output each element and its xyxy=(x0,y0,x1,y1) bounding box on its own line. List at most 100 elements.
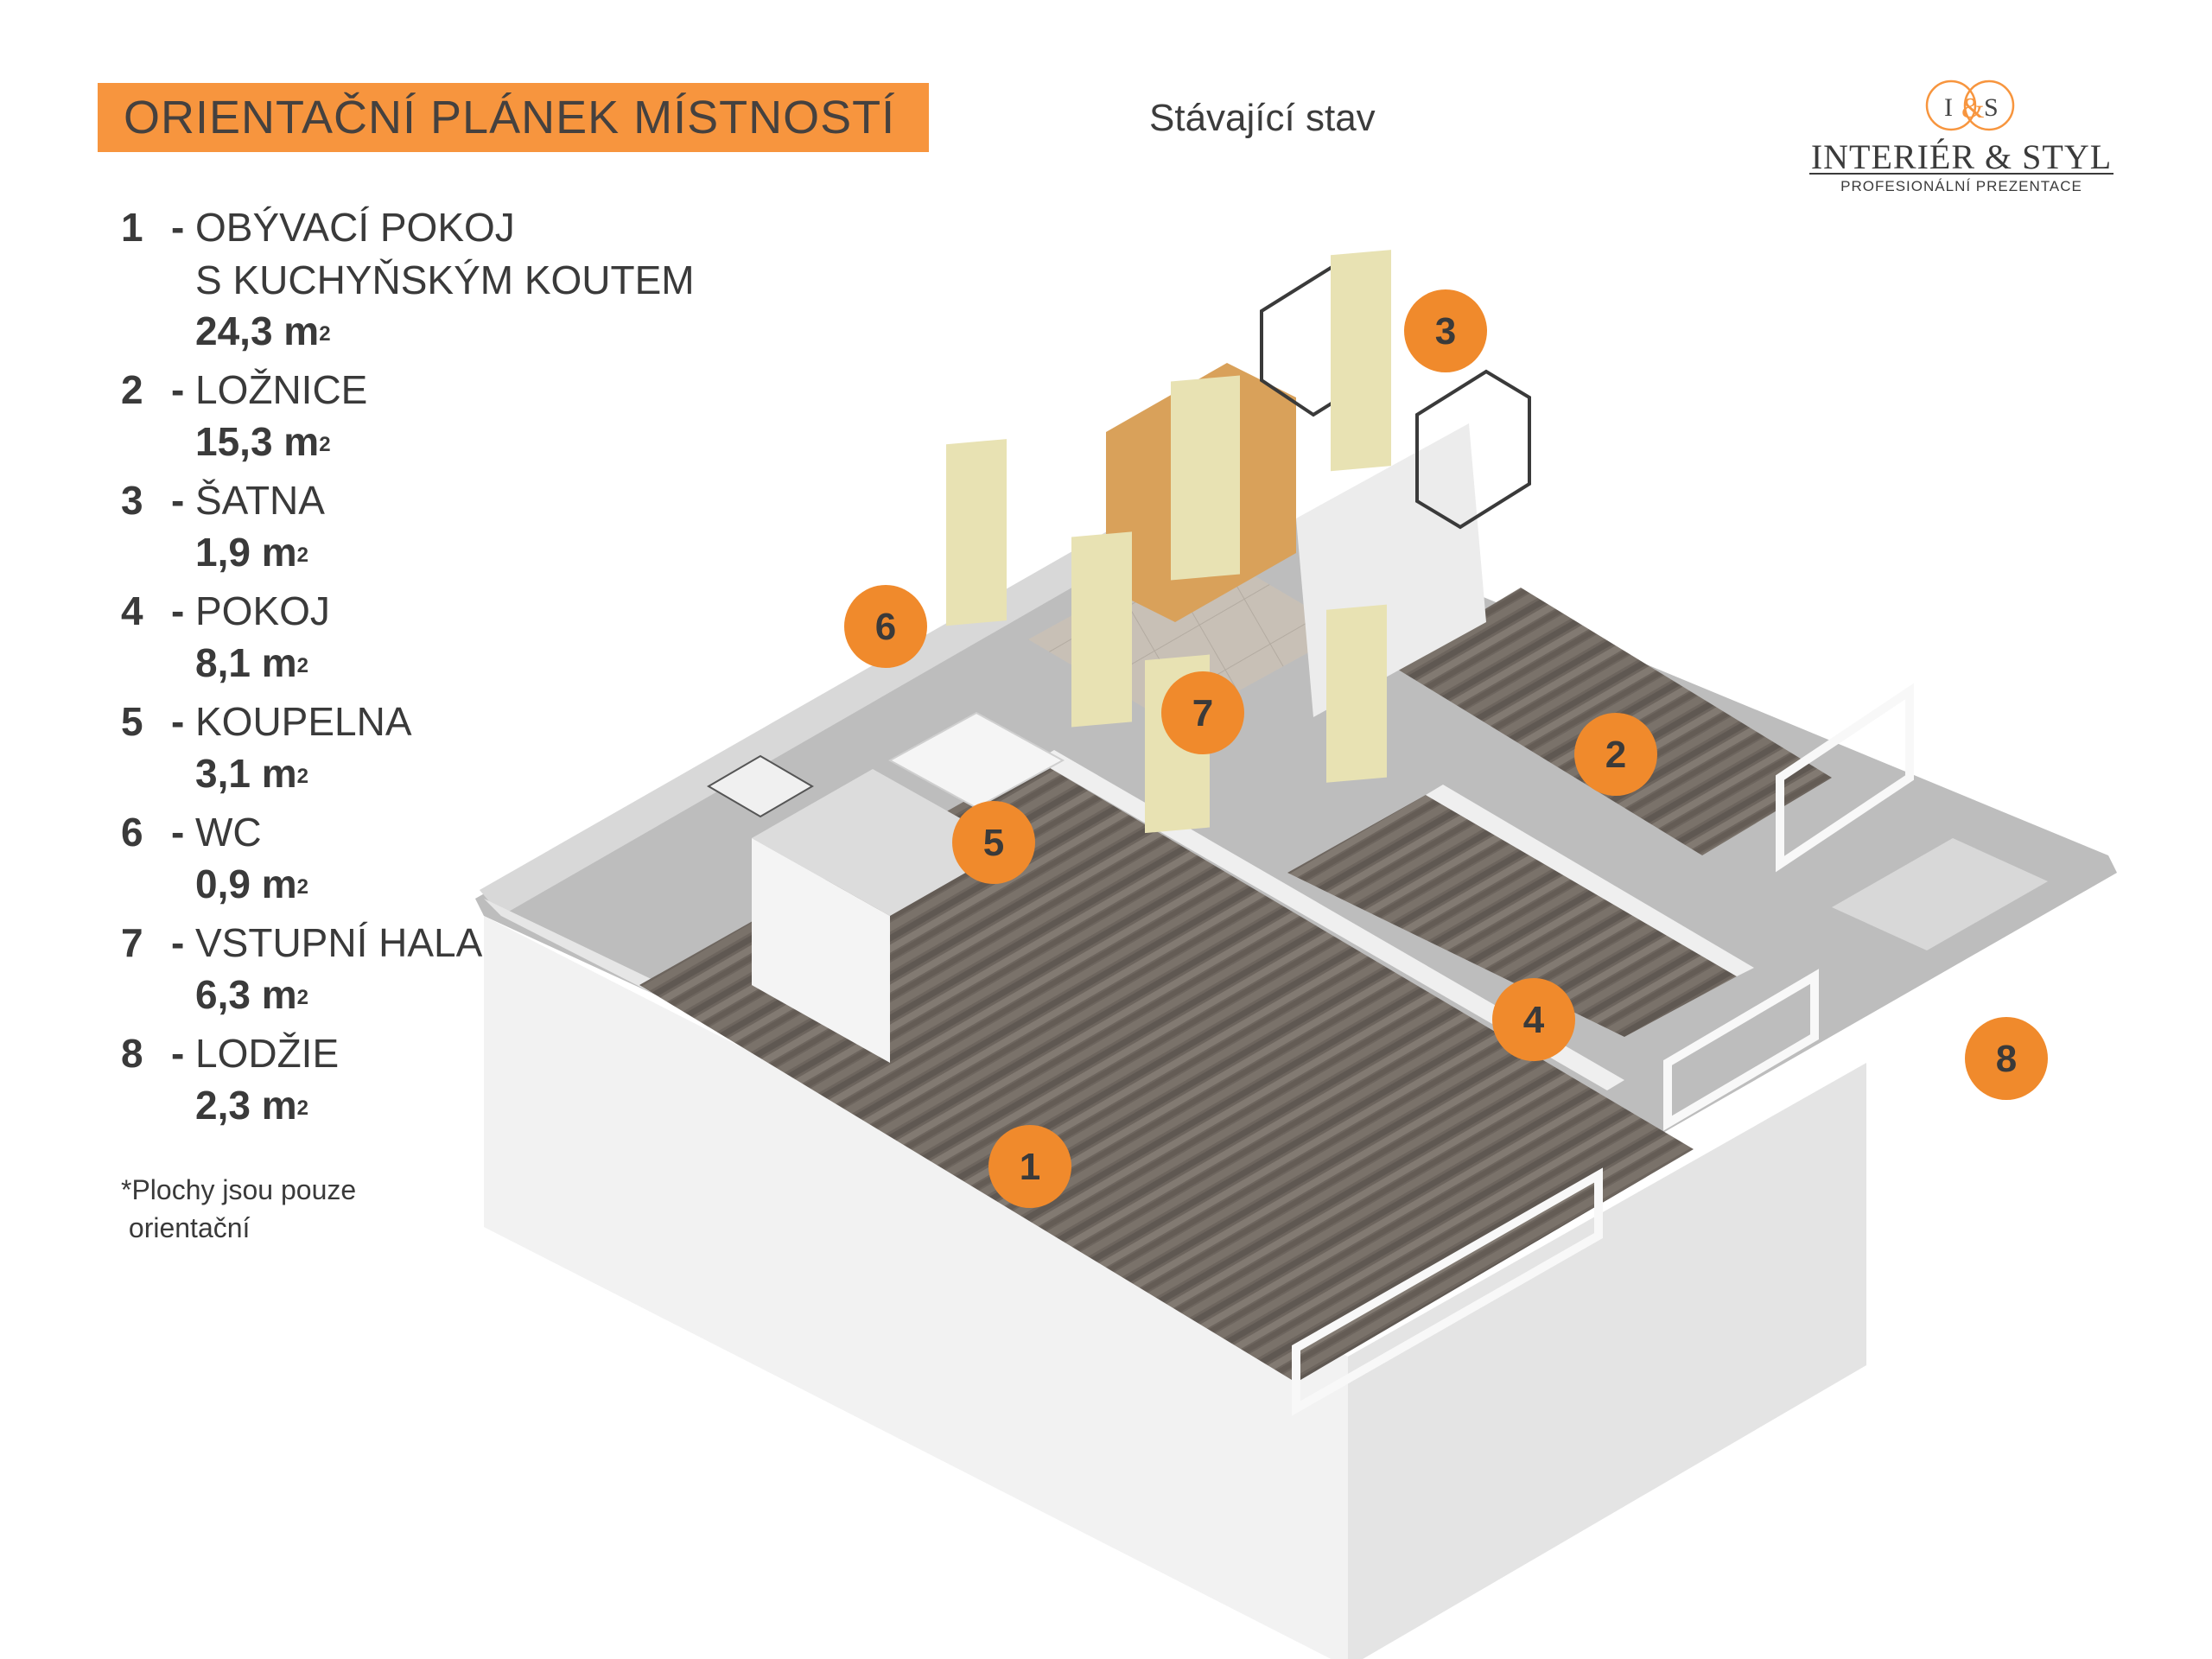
area-unit-sup: 2 xyxy=(296,986,308,1009)
footnote-line-1: *Plochy jsou pouze xyxy=(121,1174,357,1205)
stove xyxy=(707,754,814,818)
door-6 xyxy=(1326,604,1387,783)
room-dash: - xyxy=(171,920,185,965)
room-number: 8 xyxy=(121,1031,143,1076)
kitchen-counter-front xyxy=(752,838,890,1063)
room-1-floor xyxy=(639,760,1694,1382)
room-area: 24,3 m2 xyxy=(195,308,331,353)
room-area: 6,3 m2 xyxy=(195,972,308,1017)
room-dash: - xyxy=(171,588,185,633)
room-dash: - xyxy=(171,810,185,855)
shelving-2 xyxy=(1415,369,1531,530)
interior-wall-2 xyxy=(1426,785,1754,976)
door-5 xyxy=(946,439,1007,626)
room-area: 1,9 m2 xyxy=(195,530,308,575)
marker-label-3: 3 xyxy=(1435,310,1456,353)
room-marker-3: 3 xyxy=(1404,289,1487,372)
room-dash: - xyxy=(171,1031,185,1076)
area-unit-sup: 2 xyxy=(296,1096,308,1120)
footnote-line-2: orientační xyxy=(121,1212,251,1243)
window-bedroom xyxy=(1776,683,1914,873)
logo-ampersand: & xyxy=(1961,92,1984,124)
area-unit-sup: 2 xyxy=(319,322,331,346)
area-unit-sup: 2 xyxy=(296,654,308,677)
room-area: 8,1 m2 xyxy=(195,640,308,685)
logo-tagline: PROFESIONÁLNÍ PREZENTACE xyxy=(1840,178,2082,194)
plan-outer-wall-left xyxy=(480,527,1132,916)
room-marker-6: 6 xyxy=(844,585,927,668)
marker-label-7: 7 xyxy=(1192,692,1213,734)
room-number: 2 xyxy=(121,367,143,412)
kitchen-counter xyxy=(752,769,1011,916)
area-unit-sup: 2 xyxy=(296,875,308,899)
room-dash: - xyxy=(171,699,185,744)
marker-label-5: 5 xyxy=(983,822,1004,864)
marker-label-8: 8 xyxy=(1996,1038,2017,1080)
room-number: 6 xyxy=(121,810,143,855)
window-living-room xyxy=(1292,1167,1603,1416)
door-3 xyxy=(1071,531,1132,728)
area-unit-sup: 2 xyxy=(296,543,308,567)
room-name: POKOJ xyxy=(195,588,330,633)
room-dash: - xyxy=(171,205,185,250)
room-legend: 1 - OBÝVACÍ POKOJ S KUCHYŇSKÝM KOUTEM 24… xyxy=(121,200,743,1137)
room-area: 2,3 m2 xyxy=(195,1083,308,1128)
room-marker-8: 8 xyxy=(1965,1017,2048,1100)
room-name: LOŽNICE xyxy=(195,367,368,412)
room-marker-1: 1 xyxy=(988,1125,1071,1208)
bathroom-tub xyxy=(887,711,1065,810)
room-number: 4 xyxy=(121,588,143,633)
room-name: VSTUPNÍ HALA xyxy=(195,920,483,965)
room-dash: - xyxy=(171,478,185,523)
room-name: ŠATNA xyxy=(195,478,325,523)
room-marker-4: 4 xyxy=(1492,978,1575,1061)
marker-label-1: 1 xyxy=(1020,1146,1040,1188)
room-area: 15,3 m2 xyxy=(195,419,331,464)
door-1 xyxy=(1171,375,1240,581)
legend-room-1: 1 - OBÝVACÍ POKOJ S KUCHYŇSKÝM KOUTEM 24… xyxy=(121,200,743,356)
marker-label-4: 4 xyxy=(1523,999,1545,1041)
logo-name: INTERIÉR & STYL xyxy=(1810,137,2113,176)
plan-outer-wall-front-edge xyxy=(484,916,1348,1659)
room-marker-5: 5 xyxy=(952,801,1035,884)
legend-room-4: 4 - POKOJ 8,1 m2 xyxy=(121,584,743,688)
window-room-4 xyxy=(1663,969,1819,1131)
room-name: KOUPELNA xyxy=(195,699,412,744)
room-name: WC xyxy=(195,810,262,855)
plan-outer-wall-right-edge xyxy=(1348,1063,1866,1659)
page-title: ORIENTAČNÍ PLÁNEK MÍSTNOSTÍ xyxy=(124,92,896,143)
room-name: OBÝVACÍ POKOJ xyxy=(195,205,515,250)
marker-label-6: 6 xyxy=(875,606,896,648)
brand-logo: I & S INTERIÉR & STYL PROFESIONÁLNÍ PREZ… xyxy=(1806,76,2117,197)
room-area: 0,9 m2 xyxy=(195,861,308,906)
logo-monogram-icon: I & S xyxy=(1925,79,2015,131)
logo-divider xyxy=(1809,173,2113,175)
room-number: 7 xyxy=(121,920,143,965)
room-number: 5 xyxy=(121,699,143,744)
marker-label-2: 2 xyxy=(1605,734,1626,776)
interior-wall-1 xyxy=(1037,750,1624,1090)
legend-room-7: 7 - VSTUPNÍ HALA 6,3 m2 xyxy=(121,916,743,1020)
room-number: 3 xyxy=(121,478,143,523)
room-marker-7: 7 xyxy=(1161,671,1244,754)
logo-letter-s: S xyxy=(1984,93,1999,122)
door-2 xyxy=(1331,250,1391,472)
room-8-floor xyxy=(1832,838,2048,950)
page-subtitle: Stávající stav xyxy=(1149,97,1376,139)
title-banner: ORIENTAČNÍ PLÁNEK MÍSTNOSTÍ xyxy=(98,83,929,152)
legend-room-5: 5 - KOUPELNA 3,1 m2 xyxy=(121,695,743,798)
room-number: 1 xyxy=(121,205,143,250)
room-name: LODŽIE xyxy=(195,1031,340,1076)
area-footnote: *Plochy jsou pouze orientační xyxy=(121,1171,356,1247)
legend-room-6: 6 - WC 0,9 m2 xyxy=(121,805,743,909)
legend-room-8: 8 - LODŽIE 2,3 m2 xyxy=(121,1027,743,1130)
legend-room-2: 2 - LOŽNICE 15,3 m2 xyxy=(121,363,743,467)
room-dash: - xyxy=(171,367,185,412)
logo-letter-i: I xyxy=(1944,93,1953,122)
legend-room-3: 3 - ŠATNA 1,9 m2 xyxy=(121,474,743,577)
room-name-continued: S KUCHYŇSKÝM KOUTEM xyxy=(195,257,695,302)
area-unit-sup: 2 xyxy=(296,765,308,788)
room-marker-2: 2 xyxy=(1574,713,1657,796)
area-unit-sup: 2 xyxy=(319,433,331,456)
